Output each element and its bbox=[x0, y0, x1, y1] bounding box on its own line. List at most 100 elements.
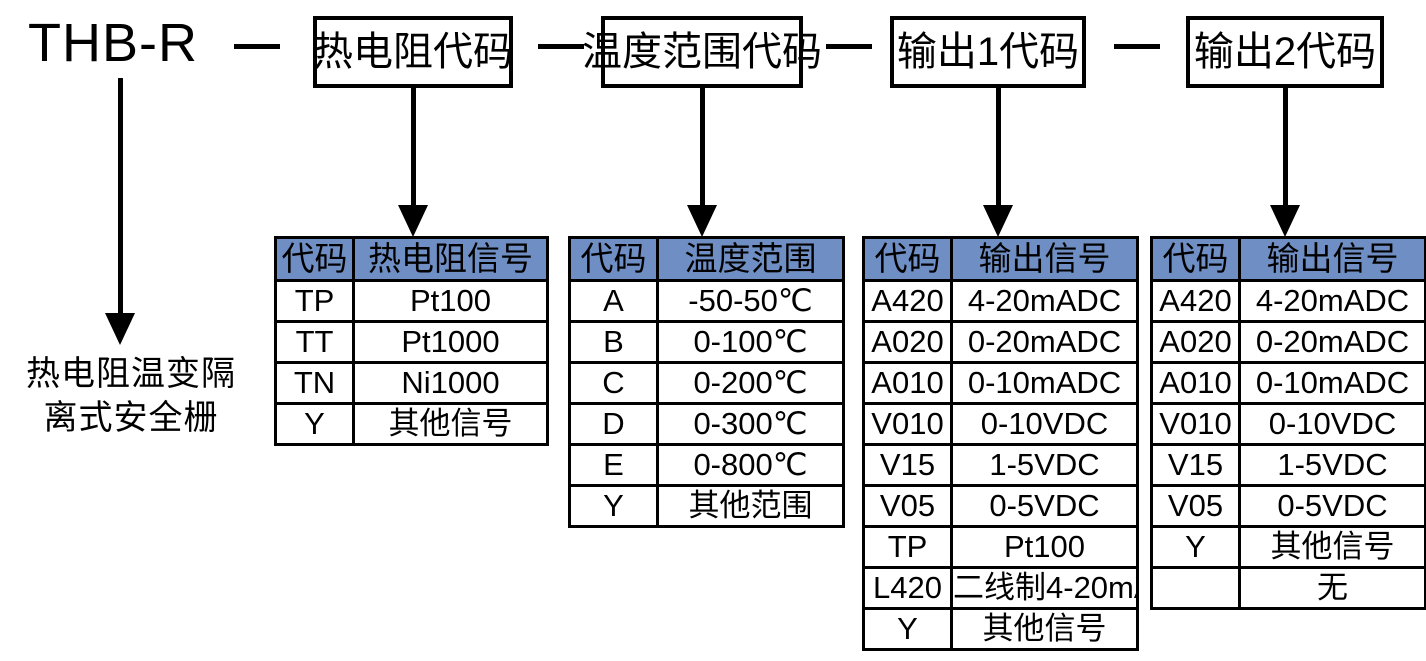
product-description-caption: 热电阻温变隔 离式安全栅 bbox=[6, 352, 256, 440]
cell-code: A010 bbox=[1150, 361, 1241, 405]
cell-code: L420 bbox=[862, 566, 953, 610]
caption-line-1: 热电阻温变隔 bbox=[26, 355, 236, 393]
cell-code: V05 bbox=[862, 484, 953, 528]
cell-signal: 0-100℃ bbox=[656, 320, 845, 364]
segment-box-temperature-range-code[interactable]: 温度范围代码 bbox=[582, 16, 822, 88]
connector-line-rtd-code bbox=[411, 88, 416, 210]
cell-signal: Ni1000 bbox=[352, 361, 549, 405]
caption-line-2: 离式安全栅 bbox=[43, 399, 219, 437]
arrow-head-output2-code bbox=[1270, 205, 1300, 237]
cell-code: A420 bbox=[862, 279, 953, 323]
cell-code: V15 bbox=[862, 443, 953, 487]
cell-code: Y bbox=[1150, 525, 1241, 569]
cell-code: Y bbox=[568, 484, 659, 528]
cell-code bbox=[1150, 566, 1241, 610]
arrow-head-temperature-range-code bbox=[687, 205, 717, 237]
cell-code: A020 bbox=[862, 320, 953, 364]
cell-signal: 0-10mADC bbox=[1238, 361, 1426, 405]
cell-signal: 0-10mADC bbox=[950, 361, 1139, 405]
column-header-code: 代码 bbox=[1150, 236, 1241, 282]
table-header-row: 代码输出信号 bbox=[862, 236, 1139, 282]
connector-line-output2-code bbox=[1283, 88, 1288, 210]
table-row: 无 bbox=[1150, 566, 1426, 610]
cell-code: A010 bbox=[862, 361, 953, 405]
cell-code: V05 bbox=[1150, 484, 1241, 528]
cell-code: TP bbox=[862, 525, 953, 569]
cell-signal: 0-200℃ bbox=[656, 361, 845, 405]
cell-signal: 其他信号 bbox=[1238, 525, 1426, 569]
cell-code: V15 bbox=[1150, 443, 1241, 487]
table-header-row: 代码温度范围 bbox=[568, 236, 845, 282]
separator-dash-2 bbox=[538, 44, 584, 49]
cell-signal: Pt1000 bbox=[352, 320, 549, 364]
separator-dash-4 bbox=[1114, 44, 1160, 49]
connector-line-temperature-range-code bbox=[700, 88, 705, 210]
model-prefix-label: THB-R bbox=[28, 13, 198, 73]
table-row: A-50-50℃ bbox=[568, 279, 845, 323]
cell-signal: 0-20mADC bbox=[1238, 320, 1426, 364]
cell-signal: 其他范围 bbox=[656, 484, 845, 528]
cell-signal: 1-5VDC bbox=[1238, 443, 1426, 487]
cell-code: E bbox=[568, 443, 659, 487]
cell-signal: 1-5VDC bbox=[950, 443, 1139, 487]
cell-signal: 4-20mADC bbox=[1238, 279, 1426, 323]
separator-dash-1 bbox=[234, 44, 280, 49]
table-header-row: 代码热电阻信号 bbox=[274, 236, 549, 282]
cell-code: TP bbox=[274, 279, 355, 323]
cell-signal: 0-10VDC bbox=[950, 402, 1139, 446]
column-header-code: 代码 bbox=[568, 236, 659, 282]
segment-box-rtd-code[interactable]: 热电阻代码 bbox=[313, 16, 513, 88]
cell-signal: 4-20mADC bbox=[950, 279, 1139, 323]
cell-signal: 0-5VDC bbox=[950, 484, 1139, 528]
cell-code: Y bbox=[274, 402, 355, 446]
cell-signal: 0-10VDC bbox=[1238, 402, 1426, 446]
cell-code: A020 bbox=[1150, 320, 1241, 364]
cell-signal: 0-5VDC bbox=[1238, 484, 1426, 528]
cell-signal: Pt100 bbox=[950, 525, 1139, 569]
column-header-code: 代码 bbox=[862, 236, 953, 282]
segment-box-output1-code[interactable]: 输出1代码 bbox=[890, 16, 1086, 88]
cell-signal: 二线制4-20mA bbox=[950, 566, 1139, 610]
cell-signal: 0-800℃ bbox=[656, 443, 845, 487]
cell-code: TN bbox=[274, 361, 355, 405]
cell-signal: 0-300℃ bbox=[656, 402, 845, 446]
connector-line-output1-code bbox=[996, 88, 1001, 210]
cell-code: B bbox=[568, 320, 659, 364]
column-header-signal: 输出信号 bbox=[950, 236, 1139, 282]
separator-dash-3 bbox=[826, 44, 872, 49]
column-header-signal: 温度范围 bbox=[656, 236, 845, 282]
segment-box-label: 输出2代码 bbox=[1193, 30, 1377, 74]
segment-box-output2-code[interactable]: 输出2代码 bbox=[1186, 16, 1384, 88]
cell-code: C bbox=[568, 361, 659, 405]
arrow-head-output1-code bbox=[983, 205, 1013, 237]
cell-code: D bbox=[568, 402, 659, 446]
